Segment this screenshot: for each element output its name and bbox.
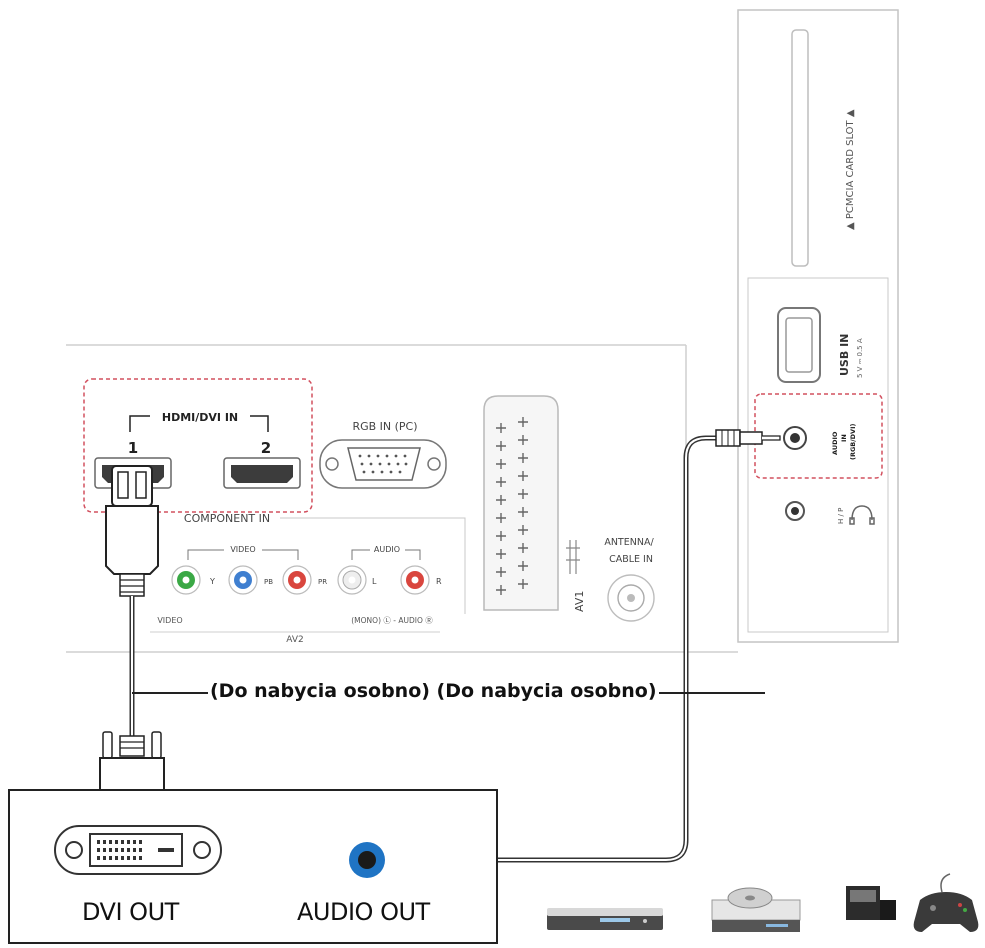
component-label: COMPONENT IN [184, 512, 270, 525]
hdmi-dvi-cable [99, 465, 165, 811]
av2-label: AV2 [286, 635, 303, 645]
audio-in-label-3: (RGB/DVI) [849, 424, 857, 460]
av1-label: AV1 [573, 591, 586, 612]
scart-icon [566, 540, 580, 574]
pcmcia-slot [791, 29, 809, 267]
hdmi-port-2-label: 2 [261, 439, 271, 457]
antenna-label-2: CABLE IN [609, 554, 653, 565]
source-device [8, 789, 498, 944]
jack-y-label: Y [209, 577, 215, 586]
side-panel: ▲ PCMCIA CARD SLOT ▲ USB IN 5 V ⎓ 0.5 A … [737, 9, 899, 643]
audio-in-label-2: IN [840, 434, 848, 442]
audio-group-label: AUDIO [374, 545, 400, 554]
antenna-label-1: ANTENNA/ [604, 537, 654, 548]
rgb-port[interactable] [319, 439, 447, 489]
audio-out-label: AUDIO OUT [297, 898, 430, 926]
audio-out-jack[interactable] [349, 842, 385, 878]
headphone-icon [849, 505, 875, 525]
scart-port-av1[interactable] [483, 395, 559, 611]
jack-audio-r[interactable] [400, 565, 430, 595]
rgb-label: RGB IN (PC) [352, 420, 417, 433]
bottom-video-label: VIDEO [157, 616, 182, 625]
jack-l-label: L [372, 577, 377, 586]
pc-icon [846, 886, 896, 920]
usb-label: USB IN [838, 334, 851, 376]
jack-y[interactable] [171, 565, 201, 595]
gamepad-icon [913, 873, 979, 932]
jack-audio-l[interactable] [337, 565, 367, 595]
hdmi-port-2[interactable] [223, 457, 301, 489]
usb-spec: 5 V ⎓ 0.5 A [856, 338, 864, 378]
rear-panel: HDMI/DVI IN 1 2 RGB IN (PC) COMPONE [66, 344, 738, 653]
jack-pr-label: PR [318, 578, 327, 586]
bottom-audio-label: (MONO) Ⓛ - AUDIO Ⓡ [351, 616, 433, 625]
antenna-port[interactable] [607, 574, 655, 622]
hdmi-port-1-label: 1 [128, 439, 138, 457]
jack-pb[interactable] [228, 565, 258, 595]
hp-label: H / P [837, 508, 845, 524]
separately-purchased-note: (Do nabycia osobno) (Do nabycia osobno) [208, 680, 659, 702]
audio-in-label-1: AUDIO [831, 431, 839, 455]
hdmi-label: HDMI/DVI IN [162, 411, 238, 424]
hdmi-highlight [83, 378, 313, 513]
jack-pr[interactable] [282, 565, 312, 595]
dvd-recorder-icon [547, 908, 663, 930]
jack-pb-label: PB [264, 578, 273, 586]
video-group-label: VIDEO [230, 545, 255, 554]
dvi-out-port[interactable] [54, 825, 222, 875]
dvd-player-icon [711, 887, 801, 932]
pcmcia-label: ▲ PCMCIA CARD SLOT ▲ [845, 109, 856, 230]
jack-r-label: R [436, 577, 442, 586]
dvi-out-label: DVI OUT [82, 898, 179, 926]
